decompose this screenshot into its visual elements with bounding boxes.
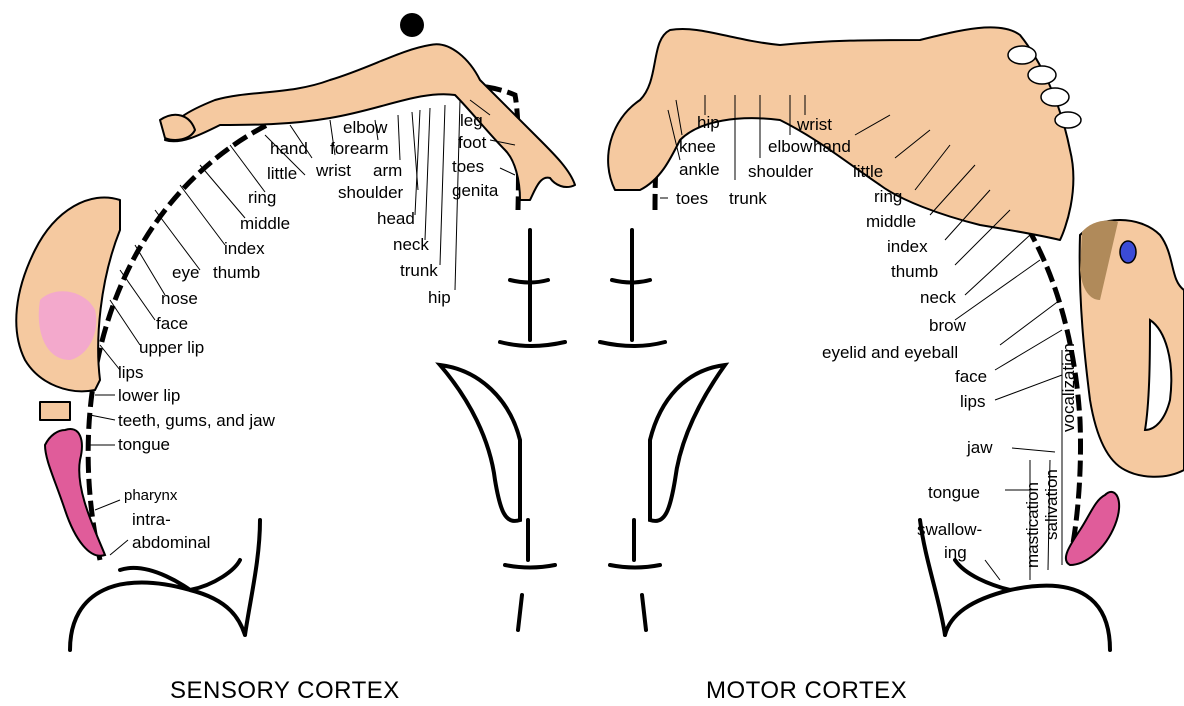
left-midline-lower <box>505 520 555 630</box>
motor-label-toes: toes <box>676 189 708 208</box>
sensory-label-head: head <box>377 209 415 228</box>
motor-label-ring: ring <box>874 187 902 206</box>
sensory-label-leg: leg <box>460 111 483 130</box>
motor-label-thumb: thumb <box>891 262 938 281</box>
sensory-label-hand: hand <box>270 139 308 158</box>
motor-label-eyelid-eyeball: eyelid and eyeball <box>822 343 958 362</box>
sensory-label-nose: nose <box>161 289 198 308</box>
motor-label-brow: brow <box>929 316 967 335</box>
sensory-teeth <box>40 402 70 420</box>
sensory-label-forearm: forearm <box>330 139 389 158</box>
sensory-label-index: index <box>224 239 265 258</box>
sensory-label-thumb: thumb <box>213 263 260 282</box>
motor-label-trunk: trunk <box>729 189 767 208</box>
motor-homunculus-arm <box>608 27 1073 240</box>
motor-label-tongue: tongue <box>928 483 980 502</box>
sensory-label-foot: foot <box>458 133 487 152</box>
sensory-label-middle: middle <box>240 214 290 233</box>
sensory-label-trunk: trunk <box>400 261 438 280</box>
sensory-label-lower-lip: lower lip <box>118 386 180 405</box>
motor-label-salivation: salivation <box>1042 469 1061 540</box>
sensory-label-shoulder: shoulder <box>338 183 404 202</box>
sensory-label-little: little <box>267 164 297 183</box>
sensory-label-neck: neck <box>393 235 429 254</box>
sensory-label-teeth-gums-jaw: teeth, gums, and jaw <box>118 411 276 430</box>
right-midline-upper <box>600 230 665 346</box>
sensory-label-tongue: tongue <box>118 435 170 454</box>
motor-label-hip: hip <box>697 113 720 132</box>
sensory-label-eye: eye <box>172 263 199 282</box>
sensory-cortex-panel: hip trunk neck head shoulder arm elbow f… <box>16 13 575 704</box>
motor-label-lips: lips <box>960 392 986 411</box>
sensory-label-pharynx: pharynx <box>124 487 178 504</box>
right-midline-lower <box>610 520 660 630</box>
left-midline-upper <box>500 230 565 346</box>
motor-label-index: index <box>887 237 928 256</box>
motor-label-mastication: mastication <box>1023 482 1042 568</box>
motor-label-ankle: ankle <box>679 160 720 179</box>
motor-label-wrist: wrist <box>796 115 832 134</box>
sensory-label-hip: hip <box>428 288 451 307</box>
left-ventricle <box>440 365 520 521</box>
motor-label-hand: hand <box>813 137 851 156</box>
motor-label-little: little <box>853 162 883 181</box>
motor-label-shoulder: shoulder <box>748 162 814 181</box>
sensory-title: SENSORY CORTEX <box>170 677 400 704</box>
sensory-label-abdominal: abdominal <box>132 533 210 552</box>
motor-label-elbow: elbow <box>768 137 813 156</box>
sensory-labels: hip trunk neck head shoulder arm elbow f… <box>118 111 499 552</box>
sensory-tongue <box>45 429 105 556</box>
sensory-label-ring: ring <box>248 188 276 207</box>
motor-label-jaw: jaw <box>966 438 993 457</box>
sensory-label-toes: toes <box>452 157 484 176</box>
sensory-label-lips: lips <box>118 363 144 382</box>
motor-label-neck: neck <box>920 288 956 307</box>
midline-structures <box>440 230 725 630</box>
sensory-label-genita: genita <box>452 181 499 200</box>
motor-label-swallow: swallow- <box>917 520 982 539</box>
motor-label-knee: knee <box>679 137 716 156</box>
motor-label-middle: middle <box>866 212 916 231</box>
motor-label-ing: ing <box>944 543 967 562</box>
motor-title: MOTOR CORTEX <box>706 677 907 704</box>
sensory-label-wrist: wrist <box>315 161 351 180</box>
sensory-label-upper-lip: upper lip <box>139 338 204 357</box>
right-ventricle <box>650 365 725 521</box>
motor-homunculus-eye <box>1120 241 1136 263</box>
sensory-label-arm: arm <box>373 161 402 180</box>
sensory-homunculus-head <box>400 13 424 37</box>
sensory-label-face: face <box>156 314 188 333</box>
motor-label-face: face <box>955 367 987 386</box>
sensory-label-intra: intra- <box>132 510 171 529</box>
motor-cortex-panel: toes ankle knee hip trunk shoulder elbow… <box>608 27 1184 704</box>
sensory-label-elbow: elbow <box>343 118 388 137</box>
motor-label-vocalization: vocalization <box>1059 343 1078 432</box>
